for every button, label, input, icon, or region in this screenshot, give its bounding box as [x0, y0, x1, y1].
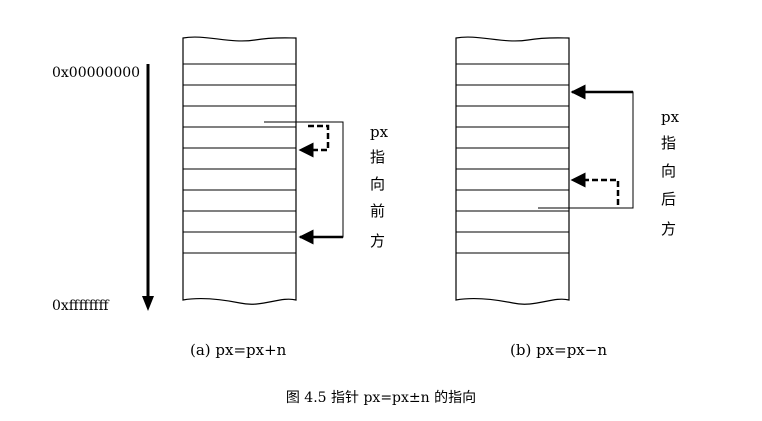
side-label-b: px 指 向 后 方 [661, 108, 680, 238]
side-label-a-line: 方 [370, 232, 385, 250]
side-label-a: px 指 向 前 方 [370, 123, 389, 250]
memory-block-a-outline [182, 36, 297, 305]
dashed-arrow-a [298, 124, 330, 158]
pointer-arrows-b [538, 84, 634, 209]
side-label-b-line: px [661, 108, 680, 126]
side-label-b-line: 方 [661, 220, 676, 238]
caption-a: (a) px=px+n [190, 341, 287, 359]
side-label-a-line: 指 [370, 148, 385, 166]
side-label-b-line: 后 [661, 190, 676, 208]
side-label-a-line: 向 [370, 175, 385, 193]
side-label-b-line: 指 [661, 134, 676, 152]
memory-block-a-cells [183, 63, 296, 254]
memory-block-b-cells [456, 63, 569, 254]
caption-b: (b) px=px−n [510, 341, 607, 359]
memory-block-b-outline [455, 36, 570, 305]
dashed-arrow-b [570, 172, 620, 205]
figure-caption: 图 4.5 指针 px=px±n 的指向 [286, 390, 476, 406]
pointer-arrows-a [264, 121, 344, 245]
solid-arrow-a [264, 121, 344, 238]
address-top-label: 0x00000000 [52, 65, 140, 81]
address-axis: 0x00000000 0xffffffff [52, 64, 154, 314]
side-label-b-line: 向 [661, 162, 676, 180]
side-label-a-line: px [370, 123, 389, 141]
memory-block-b [455, 36, 570, 305]
memory-block-a [182, 36, 297, 305]
side-label-a-line: 前 [370, 202, 385, 220]
address-bottom-label: 0xffffffff [52, 298, 110, 314]
address-axis-arrowhead [142, 296, 154, 311]
